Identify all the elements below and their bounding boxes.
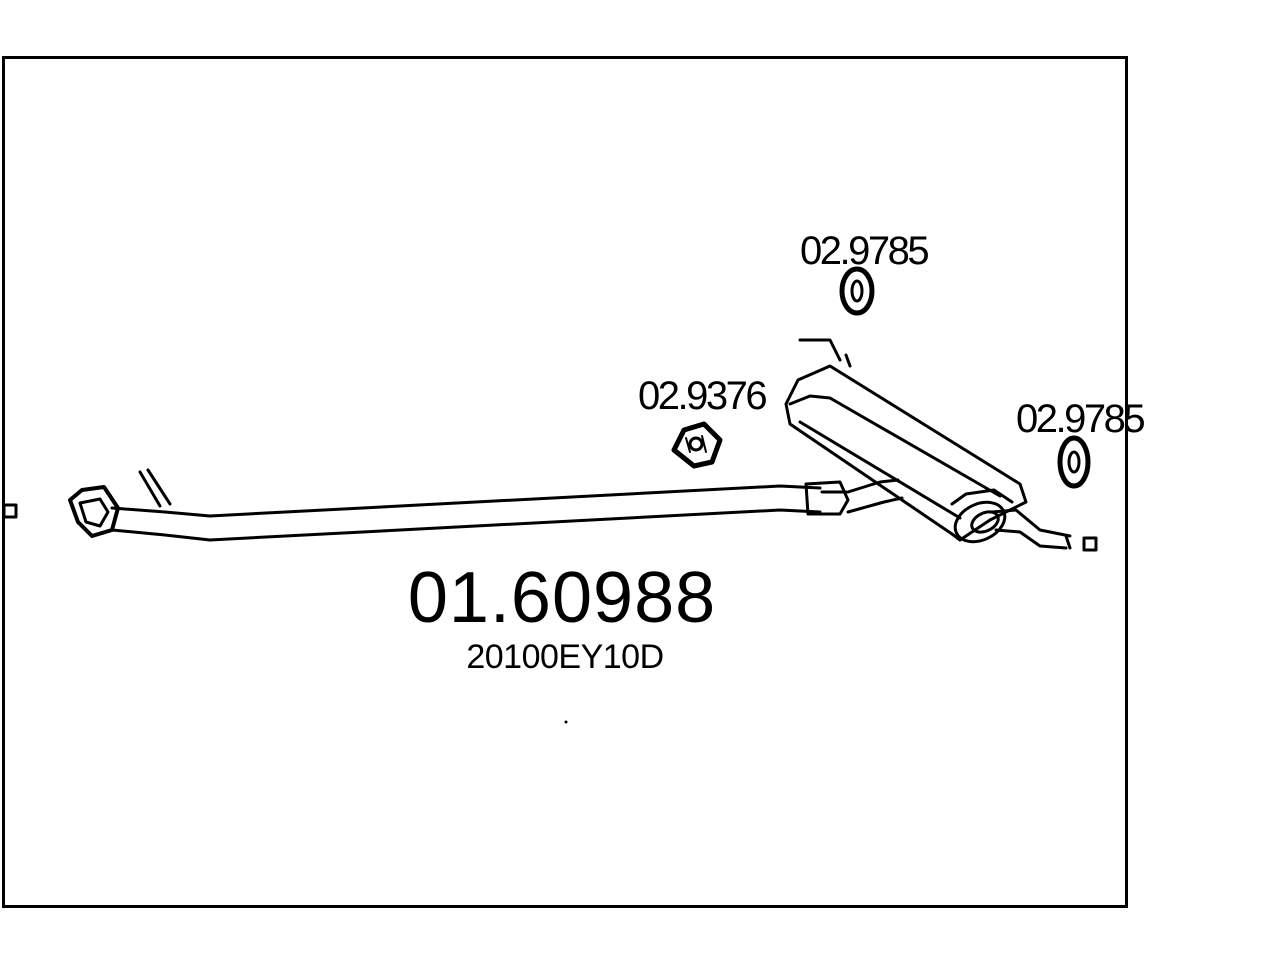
rear-muffler — [784, 338, 1028, 544]
part-number-9785-right: 02.9785 — [1016, 397, 1144, 441]
rubber-hanger-9376-icon — [671, 421, 723, 469]
intermediate-pipe — [110, 484, 822, 542]
part-number-9376: 02.9376 — [638, 374, 766, 418]
front-hanger-rod — [138, 468, 172, 508]
right-edge-marker — [1082, 536, 1098, 552]
diagram-frame — [2, 56, 1128, 908]
main-part-number: 01.60988 — [408, 558, 716, 638]
rubber-ring-9785-top-icon — [839, 266, 875, 316]
left-edge-marker — [2, 503, 18, 519]
tail-pipe — [990, 508, 1072, 550]
oem-reference-number: 20100EY10D — [466, 638, 663, 676]
front-flange — [68, 485, 120, 538]
part-number-9785-top: 02.9785 — [800, 229, 928, 273]
stray-dot — [564, 720, 568, 724]
pipe-clamp — [804, 478, 904, 516]
rubber-ring-9785-right-icon — [1057, 435, 1091, 489]
